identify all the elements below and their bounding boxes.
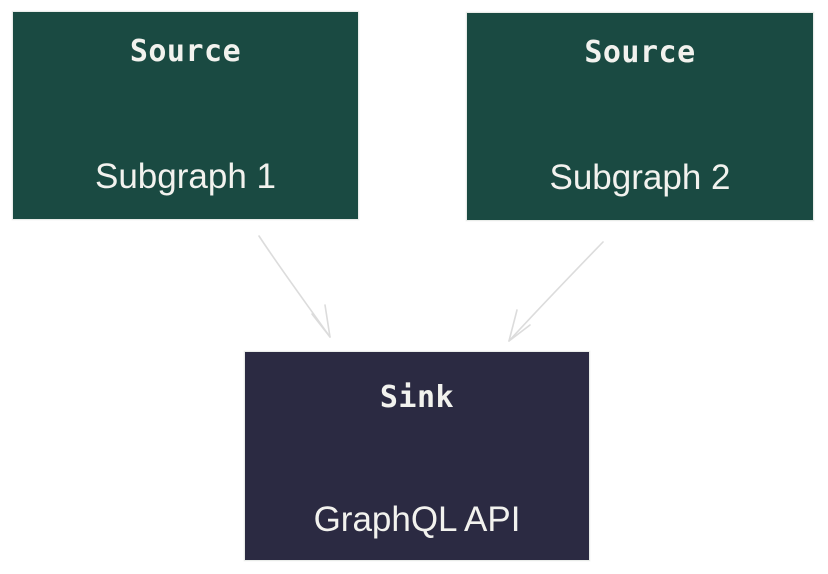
arrow-head — [311, 304, 331, 338]
edge-line — [508, 241, 604, 342]
sink-node-graphql-api: Sink GraphQL API — [244, 351, 590, 561]
source-node-subgraph-1: Source Subgraph 1 — [12, 11, 359, 220]
sink-node-label: GraphQL API — [313, 500, 521, 539]
edge-source-1-to-sink — [258, 235, 331, 338]
arrow-head — [508, 309, 531, 342]
source-node-label: Subgraph 1 — [95, 157, 276, 196]
source-node-heading: Source — [584, 35, 696, 70]
sink-node-heading: Sink — [379, 380, 455, 415]
source-node-label: Subgraph 2 — [549, 158, 731, 197]
edge-source-2-to-sink — [508, 241, 604, 342]
source-node-heading: Source — [129, 34, 242, 69]
edge-line — [258, 235, 331, 338]
source-node-subgraph-2: Source Subgraph 2 — [466, 12, 814, 221]
